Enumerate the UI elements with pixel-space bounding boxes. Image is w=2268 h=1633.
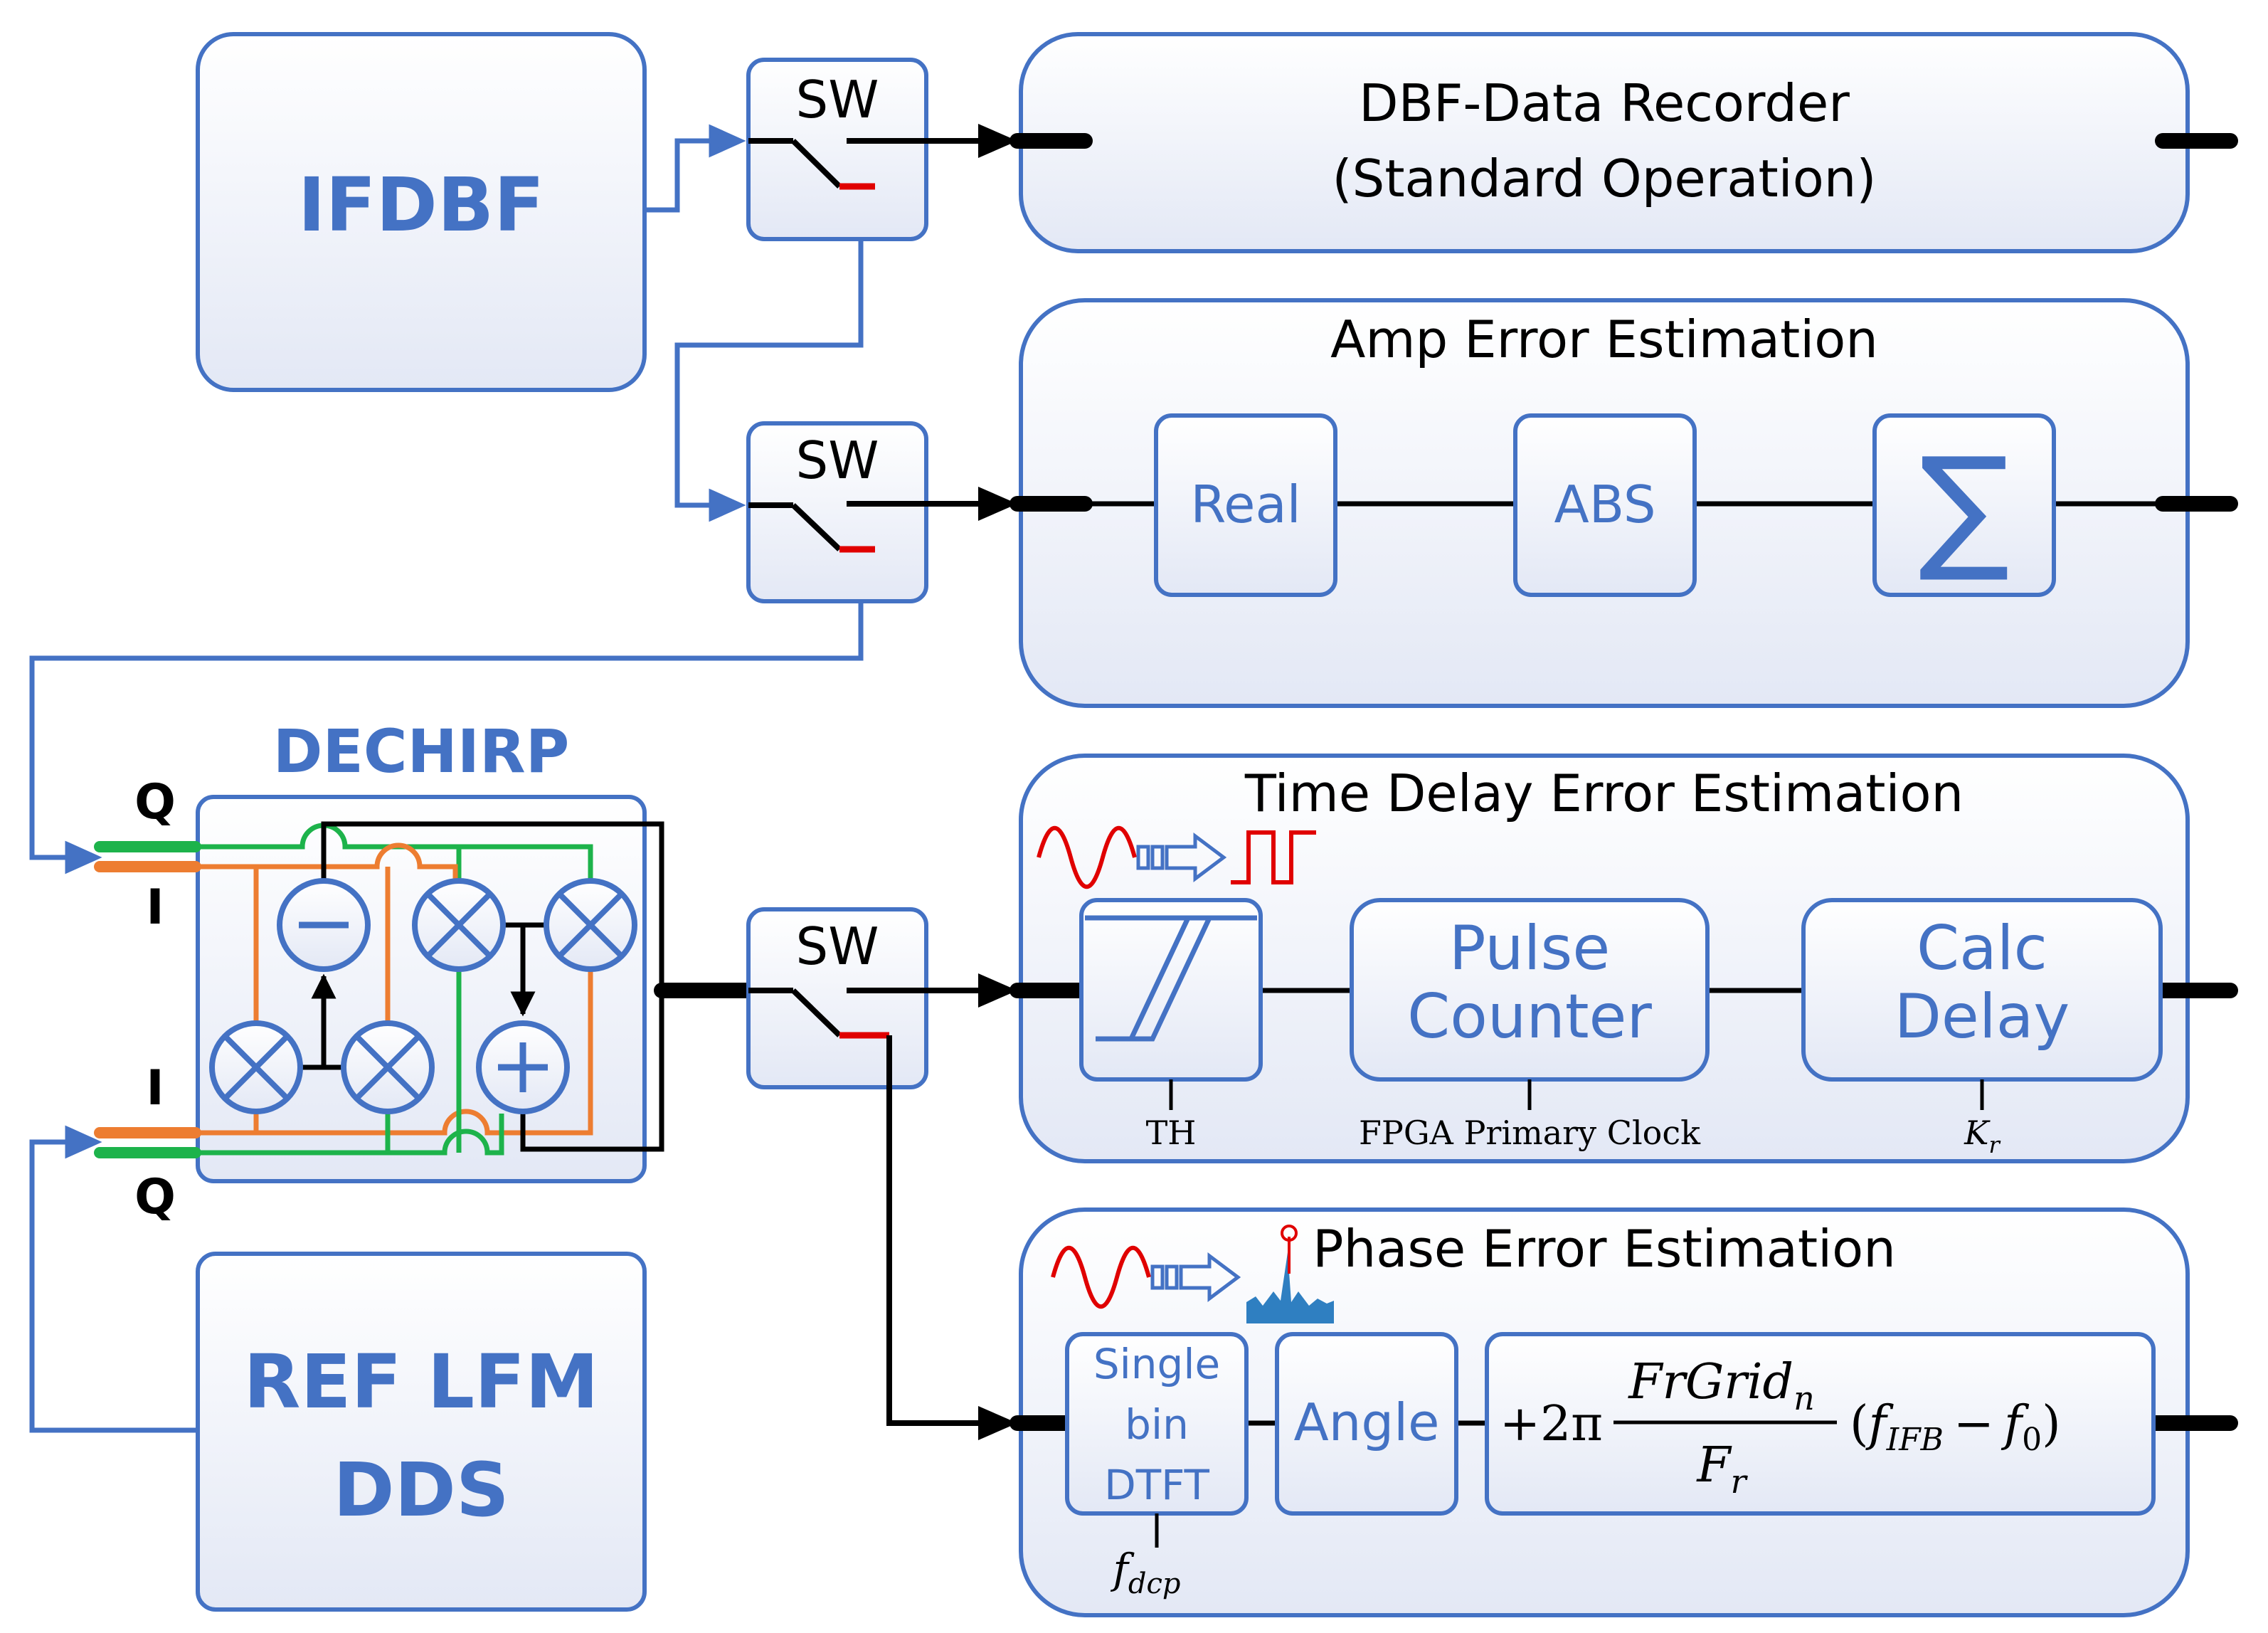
angle-label: Angle: [1294, 1392, 1440, 1452]
calc-delay-line1: Calc: [1917, 913, 2047, 984]
phase-error-panel: Phase Error Estimation Single bin DTFT f…: [1010, 1207, 2238, 1617]
switch-1: SW: [746, 58, 1017, 241]
abs-label: ABS: [1554, 475, 1655, 534]
port-label-q-top: Q: [134, 774, 176, 830]
time-delay-error-panel: Time Delay Error Estimation TH Pulse: [1010, 754, 2238, 1163]
pulse-counter-block: Pulse Counter FPGA Primary Clock: [1350, 898, 1710, 1152]
mixer-multiply-icon: [412, 878, 506, 972]
formula-denominator: Fr: [1695, 1437, 1748, 1501]
switch-3-label: SW: [796, 916, 879, 976]
blue-signal-lines: [29, 124, 864, 1433]
real-block: Real: [1154, 413, 1337, 597]
sine-to-spectrum-icon: [1051, 1225, 1334, 1323]
ifdbf-block: IFDBF: [196, 32, 647, 392]
port-label-q-bottom: Q: [134, 1169, 176, 1225]
mixer-subtract-icon: [277, 878, 371, 972]
mixer-add-icon: [476, 1020, 570, 1114]
hysteresis-icon: [1085, 915, 1257, 1042]
dechirp-input-ports: [94, 841, 201, 1158]
calc-delay-line2: Delay: [1895, 981, 2070, 1052]
dtft-line1: Single: [1093, 1340, 1220, 1388]
amp-error-panel: Amp Error Estimation Real ABS ∑: [1010, 298, 2238, 708]
threshold-comparator-block: TH: [1079, 898, 1263, 1152]
th-label: TH: [1146, 1114, 1197, 1152]
dtft-line2: bin: [1125, 1400, 1189, 1449]
dtft-line3: DTFT: [1104, 1461, 1209, 1509]
pulse-counter-line1: Pulse: [1449, 913, 1610, 984]
kr-label: Kr: [1964, 1114, 2001, 1158]
phase-formula-block: +2π FrGridn Fr (fIFB−f0): [1485, 1332, 2156, 1516]
mixer-multiply-icon: [341, 1020, 435, 1114]
switch-2-label: SW: [796, 430, 879, 490]
phase-error-title: Phase Error Estimation: [1313, 1219, 1896, 1279]
time-delay-title: Time Delay Error Estimation: [1244, 763, 1964, 823]
dbf-recorder-line2: (Standard Operation): [1332, 149, 1877, 208]
dechirp-title: DECHIRP: [273, 717, 570, 786]
formula-numerator: FrGridn: [1627, 1354, 1814, 1417]
switch-2: SW: [746, 421, 1017, 603]
formula-prefix: +2π: [1500, 1396, 1603, 1452]
dbf-recorder-panel: DBF-Data Recorder (Standard Operation): [1010, 32, 2238, 253]
pulse-counter-line2: Counter: [1407, 981, 1652, 1052]
abs-block: ABS: [1513, 413, 1697, 597]
fdcp-label: fdcp: [1110, 1545, 1180, 1600]
ref-lfm-dds-block: REF LFM DDS: [196, 1252, 647, 1612]
dechirp-block: DECHIRP: [94, 717, 755, 1225]
ref-lfm-label-line1: REF LFM: [243, 1338, 598, 1425]
angle-block: Angle: [1275, 1332, 1458, 1516]
switch-1-label: SW: [796, 70, 879, 130]
sum-icon: ∑: [1919, 428, 2010, 586]
ifdbf-label: IFDBF: [298, 162, 544, 248]
mixer-multiply-icon: [209, 1020, 303, 1114]
single-bin-dtft-block: Single bin DTFT fdcp: [1065, 1332, 1249, 1600]
real-label: Real: [1190, 475, 1300, 534]
mixer-multiply-icon: [544, 878, 637, 972]
fpga-clock-label: FPGA Primary Clock: [1359, 1114, 1701, 1152]
amp-error-title: Amp Error Estimation: [1330, 310, 1878, 369]
sine-to-pulse-icon: [1037, 825, 1316, 889]
dbf-recorder-line1: DBF-Data Recorder: [1359, 73, 1850, 133]
port-label-i-bottom: I: [146, 1060, 164, 1116]
switch-3: SW: [746, 907, 1017, 1440]
ref-lfm-label-line2: DDS: [333, 1447, 509, 1533]
port-label-i-top: I: [146, 879, 164, 936]
sum-block: ∑: [1872, 413, 2056, 597]
calc-delay-block: Calc Delay Kr: [1801, 898, 2163, 1158]
